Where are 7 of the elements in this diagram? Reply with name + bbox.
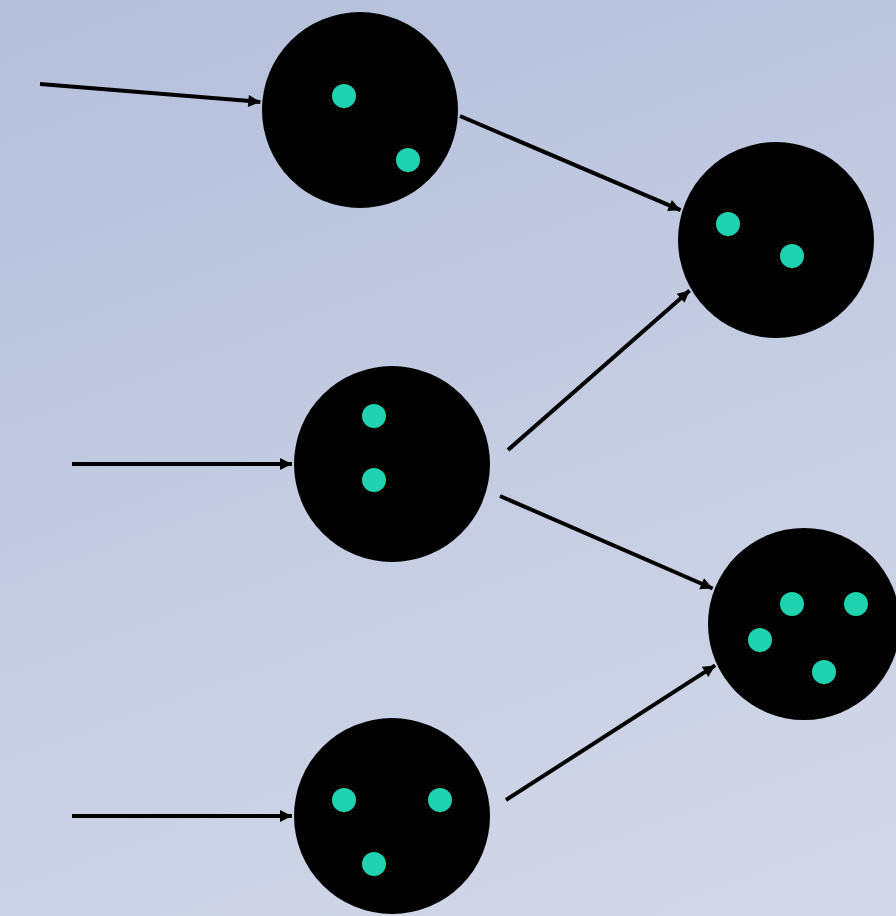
arrow [72, 458, 292, 470]
arrow [499, 494, 714, 591]
arrow [506, 288, 691, 452]
arrow [72, 810, 292, 822]
arrow [39, 82, 261, 107]
arrow [504, 663, 717, 802]
arrow [459, 114, 682, 212]
